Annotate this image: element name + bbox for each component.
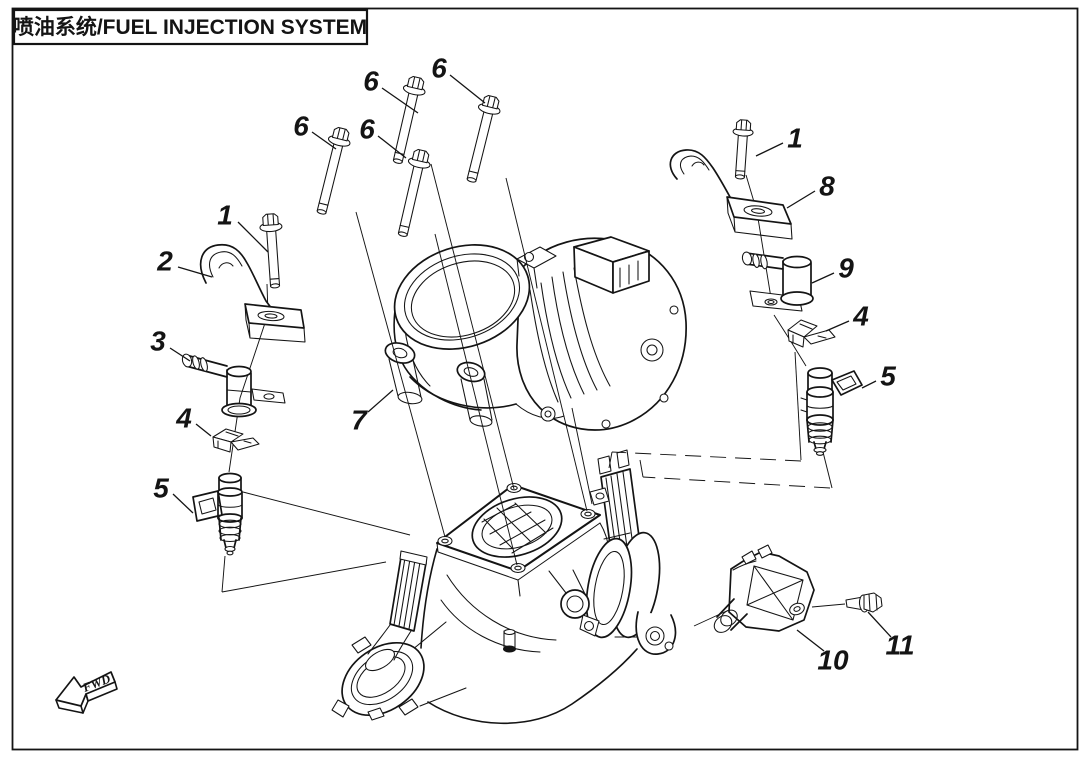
- callout-1-left-leader: [237, 221, 269, 253]
- callout-8-leader: [786, 190, 816, 209]
- injector-clip-4-left: [212, 428, 260, 453]
- callout-1-right-leader: [755, 142, 784, 157]
- callout-4-left-leader: [195, 423, 212, 437]
- intake-manifold: [331, 449, 677, 725]
- callout-1-left-label: 1: [217, 200, 233, 231]
- bracket-bolt-1-right: [729, 118, 755, 181]
- bracket-8: [669, 149, 793, 240]
- page-border: [11, 7, 1079, 751]
- callout-6-c-label: 6: [359, 114, 375, 145]
- title-box-frame: [12, 8, 369, 46]
- bracket-bolt-1-left: [258, 212, 287, 290]
- throttle-mounting-lug-left: [384, 342, 423, 405]
- callout-10-leader: [796, 629, 825, 652]
- port-clamp-notch: [351, 636, 372, 654]
- callout-4-right-leader: [825, 320, 850, 332]
- callout-6-c-leader: [377, 135, 407, 159]
- fuel-injector-5-left: [192, 472, 243, 556]
- fuel-injector-5-right: [800, 367, 863, 456]
- callout-6-a-label: 6: [293, 111, 309, 142]
- map-sensor-10: [713, 544, 815, 633]
- fwd-label: FWD: [80, 672, 113, 696]
- callout-6-a-leader: [311, 131, 337, 150]
- callout-9-label: 9: [838, 253, 854, 284]
- title-box: 喷油系统/FUEL INJECTION SYSTEM: [12, 8, 369, 46]
- callout-10-label: 10: [817, 645, 849, 676]
- fuel-pipe-joint-9: [741, 251, 814, 312]
- flange-bolt-6d: [459, 93, 504, 185]
- page-title: 喷油系统/FUEL INJECTION SYSTEM: [13, 15, 367, 39]
- callout-7-label: 7: [351, 405, 368, 436]
- callout-4-left-label: 4: [175, 403, 192, 434]
- callout-3-leader: [169, 347, 191, 362]
- callout-11-label: 11: [885, 630, 914, 661]
- callout-5-right-label: 5: [880, 361, 896, 392]
- callout-6-d-leader: [449, 74, 486, 104]
- callout-2-label: 2: [156, 246, 173, 277]
- callout-6-b-leader: [381, 87, 419, 114]
- callout-7-leader: [367, 389, 394, 413]
- callout-6-b-label: 6: [363, 66, 379, 97]
- callout-9-leader: [811, 272, 835, 284]
- callout-5-left-label: 5: [153, 473, 169, 504]
- callout-5-left-leader: [172, 493, 194, 514]
- callout-11-leader: [867, 611, 892, 638]
- callout-6-d-label: 6: [431, 53, 447, 84]
- callout-5-right-leader: [861, 380, 877, 389]
- assembly-guide-lines: [221, 163, 846, 627]
- sensor-bolt-11: [845, 592, 883, 613]
- callout-4-right-label: 4: [852, 301, 869, 332]
- callout-1-right-label: 1: [787, 123, 803, 154]
- fwd-arrow: [55, 671, 116, 707]
- injector-clip-4-right: [787, 319, 836, 348]
- fwd-indicator: FWD: [55, 671, 118, 714]
- fuel-pipe-joint-3: [181, 353, 286, 418]
- callout-8-label: 8: [819, 171, 835, 202]
- flange-bolt-6a: [309, 125, 354, 217]
- callout-3-label: 3: [150, 326, 166, 357]
- bracket-2: [199, 243, 306, 343]
- throttle-mounting-lug-front: [456, 361, 493, 427]
- callout-2-leader: [177, 266, 213, 278]
- throttle-body: [384, 236, 687, 431]
